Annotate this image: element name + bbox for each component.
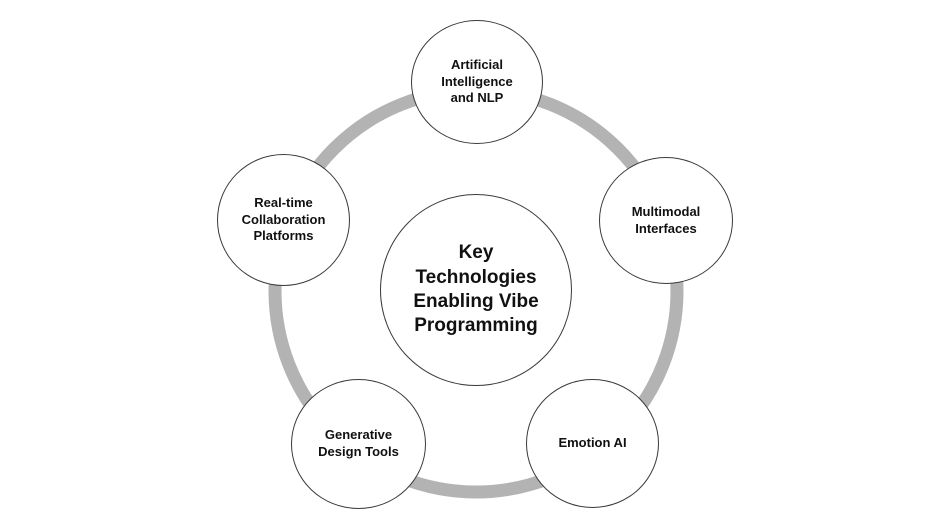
central-topic-label: Key Technologies Enabling Vibe Programmi… [413,242,539,337]
node-generative-design-tools: Generative Design Tools [291,379,426,509]
node-realtime-collaboration: Real-time Collaboration Platforms [217,154,350,286]
node-artificial-intelligence: Artificial Intelligence and NLP [411,20,543,144]
node-label: Real-time Collaboration Platforms [241,194,326,244]
central-topic-circle: Key Technologies Enabling Vibe Programmi… [380,194,572,386]
node-emotion-ai: Emotion AI [526,379,659,508]
node-label: Emotion AI [558,435,627,451]
node-label: Generative Design Tools [318,427,399,459]
node-label: Artificial Intelligence and NLP [441,56,513,106]
node-multimodal-interfaces: Multimodal Interfaces [599,157,733,284]
node-label: Multimodal Interfaces [631,203,701,236]
